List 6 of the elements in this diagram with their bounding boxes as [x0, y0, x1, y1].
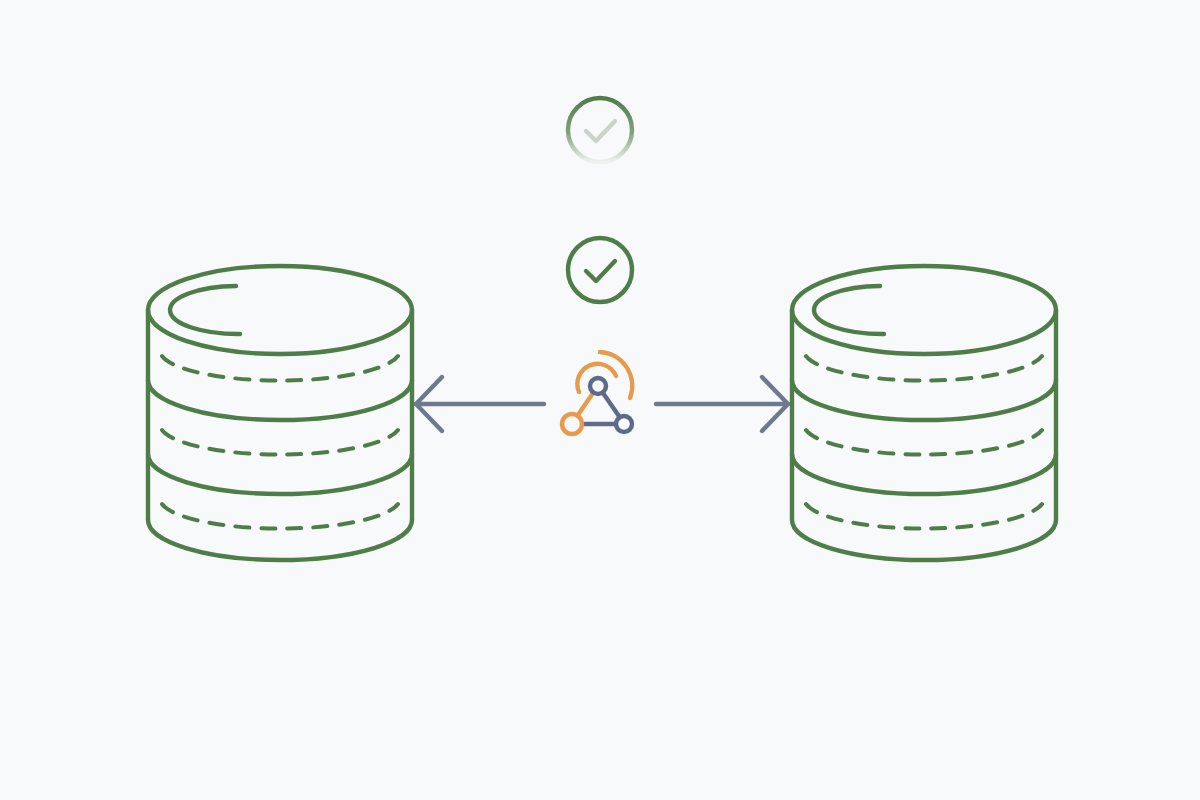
- check-circle-icon: [564, 94, 636, 166]
- database-cylinder: [788, 260, 1060, 564]
- database-cylinder: [144, 260, 416, 564]
- check-circle-icon: [564, 234, 636, 306]
- arrow: [413, 374, 547, 434]
- arrow: [653, 374, 791, 434]
